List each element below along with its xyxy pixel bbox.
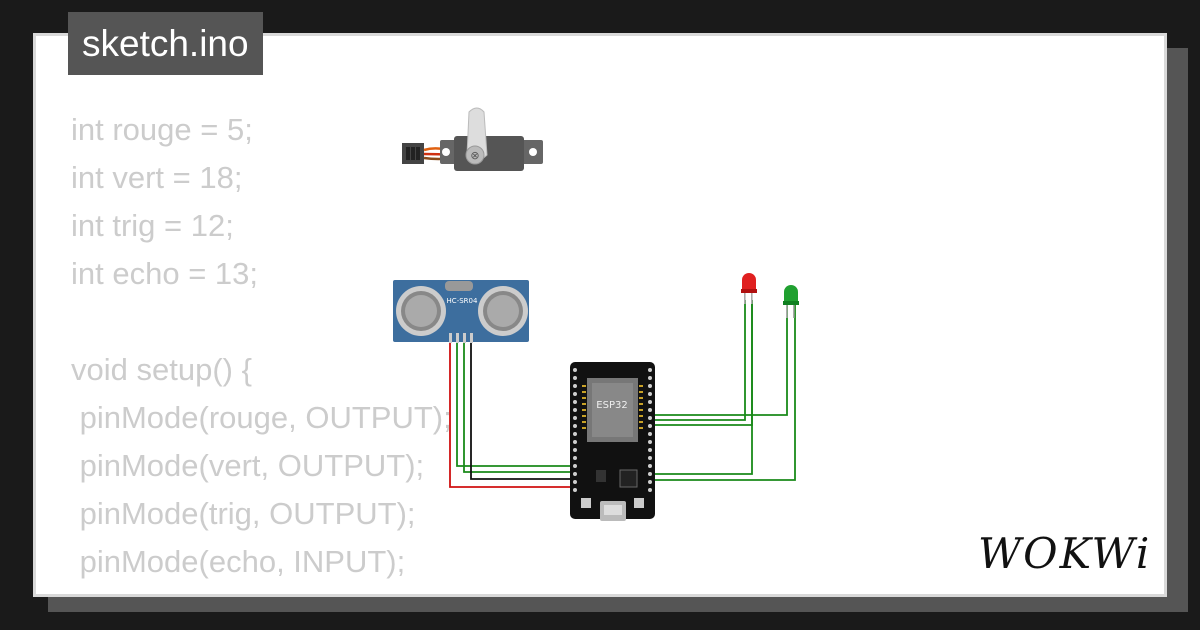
ultrasonic-sensor-icon[interactable]: HC-SR04: [393, 280, 529, 343]
code-line-6: void setup() {: [71, 352, 252, 387]
code-line-11: }: [71, 586, 452, 594]
code-line-8: pinMode(vert, OUTPUT);: [71, 448, 425, 483]
wokwi-logo: WOKWi: [978, 529, 1151, 578]
wiring: [449, 300, 796, 488]
green-led-icon[interactable]: [783, 285, 799, 318]
code-line-1: int rouge = 5;: [71, 112, 253, 147]
code-line-2: int vert = 18;: [71, 160, 243, 195]
project-card[interactable]: int rouge = 5; int vert = 18; int trig = 1…: [33, 33, 1167, 597]
servo-motor-icon[interactable]: ⊗: [402, 107, 543, 171]
code-line-9: pinMode(trig, OUTPUT);: [71, 496, 416, 531]
svg-text:WOKWi: WOKWi: [978, 529, 1151, 578]
code-line-7: pinMode(rouge, OUTPUT);: [71, 400, 452, 435]
code-line-3: int trig = 12;: [71, 208, 234, 243]
filename-tab[interactable]: sketch.ino: [68, 12, 263, 75]
red-led-icon[interactable]: [741, 273, 757, 304]
code-line-4: int echo = 13;: [71, 256, 258, 291]
esp32-board-icon[interactable]: ESP32: [570, 362, 655, 521]
svg-text:⊗: ⊗: [470, 149, 479, 162]
mcu-label: ESP32: [596, 400, 627, 411]
code-preview: int rouge = 5; int vert = 18; int trig = 1…: [71, 106, 452, 594]
code-line-10: pinMode(echo, INPUT);: [71, 544, 406, 579]
ultrasonic-label: HC-SR04: [447, 297, 478, 305]
